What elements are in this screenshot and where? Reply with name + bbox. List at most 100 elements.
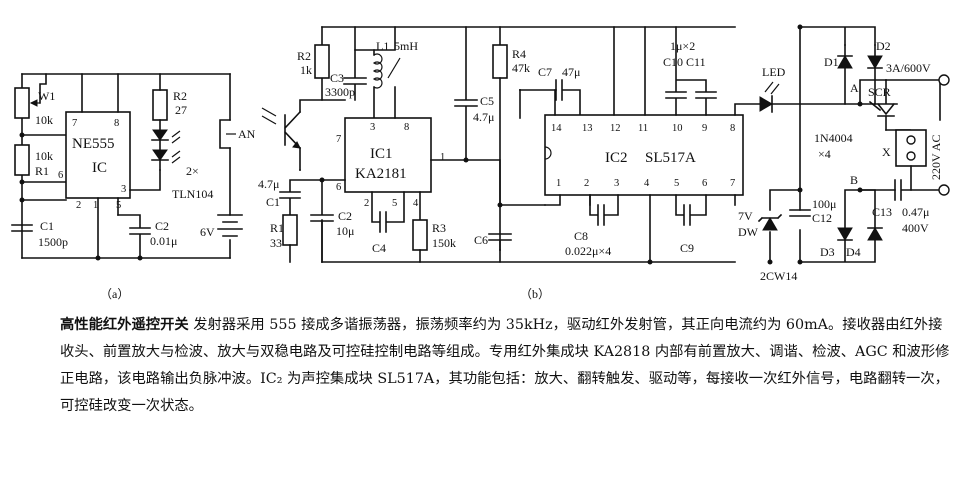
r1-label-a: R1 xyxy=(35,164,49,178)
c1-label-a: C1 xyxy=(40,219,54,233)
mains-terminal-bottom xyxy=(938,184,950,196)
ne555-pin-8: 8 xyxy=(114,118,119,129)
led-label: LED xyxy=(762,65,786,79)
ic1-pin-2: 2 xyxy=(364,198,369,209)
transmitter-circuit-a: W1 10k 10k R1 C1 1500p NE555 IC 7 8 6 3 … xyxy=(11,73,256,301)
ic2-pin-9: 9 xyxy=(702,123,707,134)
circuit-diagram: W1 10k 10k R1 C1 1500p NE555 IC 7 8 6 3 … xyxy=(11,24,950,301)
c8-label: C8 xyxy=(574,229,588,243)
ic2-bottom-pins: 1 2 3 4 5 6 7 xyxy=(556,178,735,189)
c7-value: 47μ xyxy=(562,65,580,79)
r4-value: 47k xyxy=(512,61,530,75)
ic2-top-pins: 14 13 12 11 10 9 8 xyxy=(551,123,735,134)
inductor-l1 xyxy=(372,53,383,89)
ne555-chip xyxy=(65,111,131,199)
c5-label: C5 xyxy=(480,94,494,108)
ne555-pin-6: 6 xyxy=(58,170,63,181)
c13-value: 0.47μ xyxy=(902,205,929,219)
c5-value: 4.7μ xyxy=(473,110,494,124)
ic1-pin-1: 1 xyxy=(440,152,445,163)
description-body: 发射器采用 555 接成多谐振荡器，振荡频率约为 35kHz，驱动红外发射管，其… xyxy=(60,317,950,414)
c12-label: C12 xyxy=(812,211,832,225)
ic1-pin-8: 8 xyxy=(404,122,409,133)
ic2-part: SL517A xyxy=(645,150,696,166)
potentiometer-w1 xyxy=(14,87,30,119)
ic2-pin-2: 2 xyxy=(584,178,589,189)
r1-value-a: 10k xyxy=(35,149,53,163)
led-count: 2× xyxy=(186,164,199,178)
node-a-label: A xyxy=(850,81,859,95)
d1-label: D1 xyxy=(824,55,839,69)
ic2-pin-3: 3 xyxy=(614,178,619,189)
diode-part: 1N4004 xyxy=(814,131,853,145)
ic2-pin-6: 6 xyxy=(702,178,707,189)
battery-label: 6V xyxy=(200,225,215,239)
dw-part: 2CW14 xyxy=(760,269,797,283)
l1-value: 5mH xyxy=(394,39,418,53)
node-b-label: B xyxy=(850,173,858,187)
status-led-icon xyxy=(759,96,773,112)
r3-label: R3 xyxy=(432,221,446,235)
ic1-pin-4: 4 xyxy=(413,198,419,209)
ic2-pin-7: 7 xyxy=(730,178,735,189)
ic2-pin-12: 12 xyxy=(610,123,621,134)
r2-label-b: R2 xyxy=(297,49,311,63)
c12-value: 100μ xyxy=(812,197,836,211)
resistor-r4 xyxy=(492,44,508,79)
r4-label: R4 xyxy=(512,47,526,61)
c6-label: C6 xyxy=(474,233,488,247)
ic1-pin-6: 6 xyxy=(336,182,341,193)
ic1-name: IC1 xyxy=(370,146,393,162)
ne555-pin-1: 1 xyxy=(93,200,98,211)
load-label: X xyxy=(882,145,891,159)
ic2-pin-5: 5 xyxy=(674,178,679,189)
resistor-r1-a xyxy=(14,144,30,176)
c13-label: C13 xyxy=(872,205,892,219)
c3-value: 3300p xyxy=(325,85,355,99)
r1-label-b: R1 xyxy=(270,221,284,235)
ne555-name: NE555 xyxy=(72,136,115,152)
ic2-name: IC2 xyxy=(605,150,628,166)
c10-c11-value: 1μ×2 xyxy=(670,39,695,53)
w1-label: W1 xyxy=(38,89,55,103)
ne555-sub: IC xyxy=(92,160,107,176)
c2-label-a: C2 xyxy=(155,219,169,233)
scr-label: SCR xyxy=(868,85,891,99)
ka2181-chip xyxy=(344,117,432,193)
l1-label: L1 xyxy=(376,39,389,53)
c2-label-b: C2 xyxy=(338,209,352,223)
c3-label: C3 xyxy=(330,71,344,85)
ic2-pin-4: 4 xyxy=(644,178,650,189)
r2-value-b: 1k xyxy=(300,63,312,77)
c1-value-a: 1500p xyxy=(38,235,68,249)
diode-count: ×4 xyxy=(818,147,831,161)
c10-c11-label: C10 C11 xyxy=(663,55,706,69)
diode-d3-d4-icons xyxy=(837,227,883,241)
d3-label: D3 xyxy=(820,245,835,259)
receiver-circuit-b: R2 1k L1 5mH C3 3300p IC1 KA2181 7 3 8 1… xyxy=(258,24,950,301)
panel-b-label: （b） xyxy=(520,287,550,301)
resistor-r2-a xyxy=(152,89,168,121)
led-part: TLN104 xyxy=(172,187,213,201)
ic2-pin-8: 8 xyxy=(730,123,735,134)
ic2-pin-13: 13 xyxy=(582,123,593,134)
ic2-pin-10: 10 xyxy=(672,123,683,134)
scr-rating: 3A/600V xyxy=(886,61,931,75)
c4-label: C4 xyxy=(372,241,386,255)
resistor-r1-b xyxy=(282,214,298,246)
sl517a-chip xyxy=(544,114,744,196)
resistor-r2-b xyxy=(314,44,330,79)
c9-label: C9 xyxy=(680,241,694,255)
r2-label-a: R2 xyxy=(173,89,187,103)
ne555-pin-2: 2 xyxy=(76,200,81,211)
d2-label: D2 xyxy=(876,39,891,53)
an-button-label: AN xyxy=(238,127,256,141)
zener-dw-icon xyxy=(762,217,778,231)
ic2-pin-11: 11 xyxy=(638,123,648,134)
description-title: 高性能红外遥控开关 xyxy=(60,317,189,333)
r2-value-a: 27 xyxy=(175,103,187,117)
mains-terminal-top xyxy=(938,74,950,86)
ic2-pin-1: 1 xyxy=(556,178,561,189)
ic1-pin-7: 7 xyxy=(336,134,341,145)
